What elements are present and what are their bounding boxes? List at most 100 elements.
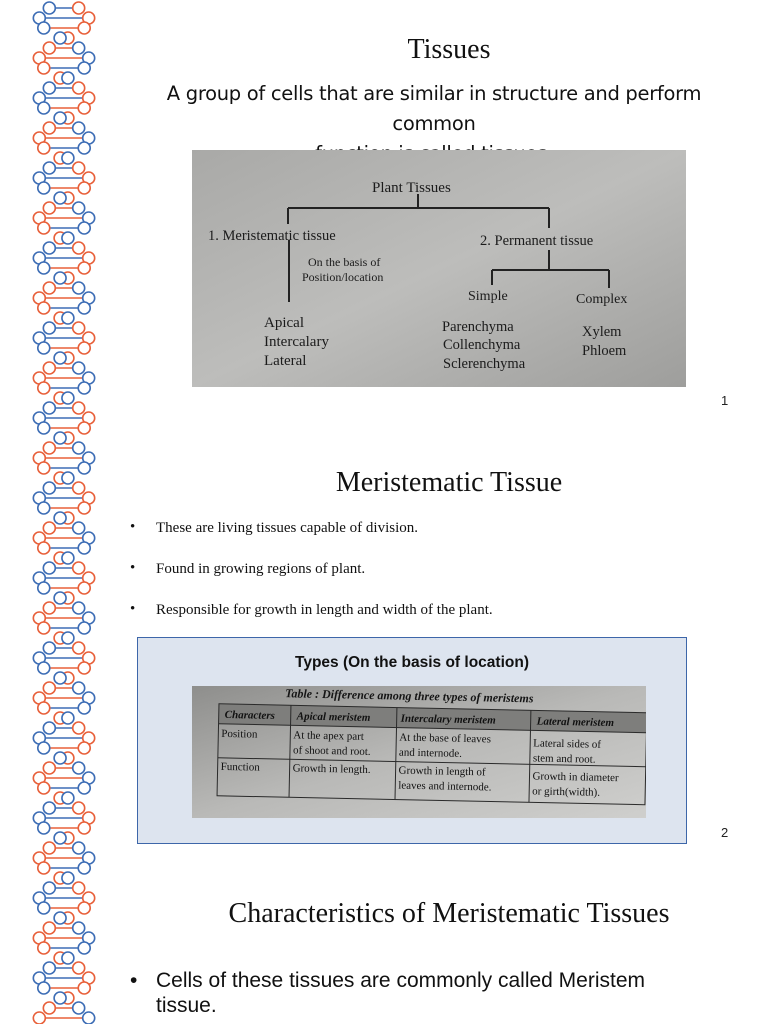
- dna-node: [36, 941, 51, 955]
- table-cell: stem and root.: [533, 752, 596, 765]
- dna-node: [36, 621, 51, 635]
- dna-node: [77, 421, 92, 435]
- bullet-item: These are living tissues capable of divi…: [130, 519, 493, 561]
- table-cell: Growth in diameter: [532, 770, 619, 784]
- dna-node: [77, 101, 92, 115]
- dna-node: [36, 901, 51, 915]
- dna-node: [77, 661, 92, 675]
- table-cell: Growth in length.: [293, 762, 371, 776]
- dna-node: [61, 951, 75, 965]
- dna-node: [42, 281, 57, 295]
- table-cell: Growth in length of: [398, 765, 486, 779]
- diagram-apical: Apical: [264, 315, 304, 331]
- dna-node: [71, 561, 86, 575]
- table-cell: leaves and internode.: [398, 780, 492, 794]
- dna-node: [71, 681, 86, 695]
- dna-node: [42, 801, 57, 815]
- bullet-item: Cells of these tissues are commonly call…: [130, 968, 730, 1018]
- diagram-note-line-1: On the basis of: [308, 255, 380, 269]
- dna-node: [42, 841, 57, 855]
- dna-node: [36, 861, 51, 875]
- dna-node: [77, 341, 92, 355]
- table-cell: Lateral sides of: [533, 737, 601, 750]
- dna-node: [61, 871, 75, 885]
- dna-node: [53, 671, 67, 685]
- dna-node: [36, 661, 51, 675]
- dna-node: [61, 231, 75, 245]
- dna-node: [36, 781, 51, 795]
- types-box: Types (On the basis of location) Table :…: [137, 637, 687, 844]
- dna-node: [61, 471, 75, 485]
- table-header-lateral: Lateral meristem: [536, 715, 615, 729]
- dna-node: [36, 101, 51, 115]
- dna-node: [36, 541, 51, 555]
- dna-node: [42, 761, 57, 775]
- diagram-intercalary: Intercalary: [264, 334, 329, 350]
- dna-node: [36, 21, 51, 35]
- bullet-item: Responsible for growth in length and wid…: [130, 601, 493, 643]
- dna-node: [77, 21, 92, 35]
- dna-node: [71, 241, 86, 255]
- dna-node: [71, 801, 86, 815]
- dna-node: [42, 241, 57, 255]
- dna-node: [71, 841, 86, 855]
- dna-node: [42, 921, 57, 935]
- dna-node: [77, 541, 92, 555]
- dna-node: [71, 481, 86, 495]
- dna-node: [53, 911, 67, 925]
- dna-node: [77, 61, 92, 75]
- table-cell: and internode.: [399, 747, 462, 760]
- table-cell: or girth(width).: [532, 785, 600, 798]
- dna-node: [71, 321, 86, 335]
- dna-node: [53, 111, 67, 125]
- dna-node: [42, 41, 57, 55]
- dna-node: [53, 191, 67, 205]
- dna-node: [53, 831, 67, 845]
- dna-node: [71, 281, 86, 295]
- dna-node: [71, 441, 86, 455]
- dna-node: [77, 381, 92, 395]
- dna-node: [42, 561, 57, 575]
- dna-node: [77, 821, 92, 835]
- dna-node: [77, 181, 92, 195]
- table-header-characters: Characters: [225, 709, 275, 722]
- page-number-2: 2: [721, 825, 729, 840]
- diagram-complex: Complex: [576, 292, 627, 307]
- dna-node: [36, 701, 51, 715]
- dna-helix-decoration: [32, 1, 96, 1024]
- dna-node: [71, 81, 86, 95]
- dna-node: [81, 1011, 96, 1024]
- dna-node: [77, 861, 92, 875]
- dna-node: [42, 721, 57, 735]
- dna-node: [53, 751, 67, 765]
- diagram-branch-permanent: 2. Permanent tissue: [480, 233, 593, 249]
- dna-node: [36, 261, 51, 275]
- dna-node: [77, 701, 92, 715]
- dna-node: [77, 781, 92, 795]
- dna-node: [32, 1011, 47, 1024]
- dna-node: [71, 641, 86, 655]
- diagram-simple: Simple: [468, 289, 508, 304]
- table-cell: Position: [221, 728, 258, 741]
- dna-node: [71, 521, 86, 535]
- dna-node: [71, 401, 86, 415]
- dna-node: [36, 221, 51, 235]
- table-header-intercalary: Intercalary meristem: [400, 713, 497, 727]
- dna-node: [77, 461, 92, 475]
- dna-node: [53, 31, 67, 45]
- dna-node: [36, 421, 51, 435]
- dna-node: [77, 901, 92, 915]
- dna-node: [42, 1, 57, 15]
- meristematic-bullet-list: These are living tissues capable of divi…: [130, 519, 493, 643]
- definition-line-1: A group of cells that are similar in str…: [166, 82, 702, 135]
- dna-node: [36, 301, 51, 315]
- dna-node: [42, 641, 57, 655]
- diagram-branch-meristematic: 1. Meristematic tissue: [208, 228, 336, 244]
- slide-title-tissues: Tissues: [407, 34, 491, 65]
- diagram-xylem: Xylem: [582, 324, 622, 340]
- dna-node: [42, 161, 57, 175]
- dna-node: [71, 601, 86, 615]
- table-caption: Table : Difference among three types of …: [285, 686, 534, 705]
- dna-node: [77, 981, 92, 995]
- dna-node: [36, 581, 51, 595]
